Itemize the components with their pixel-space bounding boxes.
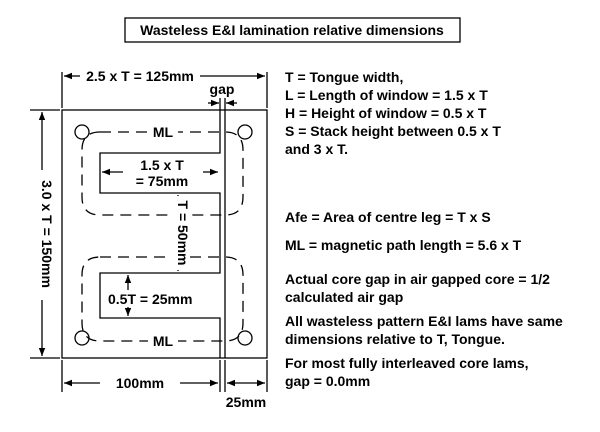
mounting-hole-bottom-left [74, 330, 90, 346]
note-window-height: H = Height of window = 0.5 x T [285, 105, 487, 121]
window-length-label-line2: = 75mm [136, 173, 189, 189]
mounting-hole-bottom-right [237, 330, 253, 346]
note-interleave-line2: gap = 0.0mm [285, 373, 370, 389]
note-gap-line2: calculated air gap [285, 289, 403, 305]
note-window-length: L = Length of window = 1.5 x T [285, 87, 488, 103]
mounting-hole-top-left [74, 124, 90, 140]
tongue-width-label: T = 50mm [175, 201, 191, 266]
magnetic-path-upper [81, 131, 244, 216]
ml-top-bg [148, 124, 178, 140]
ml-label-bottom: ML [153, 333, 174, 349]
bottom-width-dimensions: 100mm 25mm [61, 360, 268, 410]
note-afe: Afe = Area of centre leg = T x S [285, 209, 491, 225]
lamination-outline [61, 109, 268, 359]
lamination-border [61, 109, 268, 359]
i-width-label: 25mm [226, 394, 266, 410]
title-box: Wasteless E&I lamination relative dimens… [124, 17, 461, 43]
mounting-hole-top-right [237, 124, 253, 140]
e-lamination-edge [99, 110, 221, 358]
note-lams-line2: dimensions relative to T, Tongue. [285, 331, 505, 347]
ml-bottom-bg [148, 333, 178, 349]
window-height-label: 0.5T = 25mm [108, 291, 192, 307]
note-gap-line1: Actual core gap in air gapped core = 1/2 [285, 271, 550, 287]
note-ml: ML = magnetic path length = 5.6 x T [285, 237, 522, 253]
window-length-dimension: 1.5 x T = 75mm [102, 157, 218, 189]
notes-block: T = Tongue width, L = Length of window =… [285, 69, 563, 389]
overall-width-dimension: 2.5 x T = 125mm [61, 68, 268, 108]
e-width-label: 100mm [116, 375, 164, 391]
note-stack-height: S = Stack height between 0.5 x T [285, 123, 501, 139]
tongue-width-dimension: T = 50mm [170, 195, 191, 271]
title-frame [124, 17, 461, 43]
note-tongue-width: T = Tongue width, [285, 69, 403, 85]
gap-dimension: gap [208, 81, 237, 110]
overall-width-label: 2.5 x T = 125mm [86, 68, 194, 84]
ml-label-top: ML [153, 124, 174, 140]
note-stack-height-range: and 3 x T. [285, 141, 348, 157]
note-interleave-line1: For most fully interleaved core lams, [285, 355, 529, 371]
note-lams-line1: All wasteless pattern E&I lams have same [285, 313, 563, 329]
window-length-label-line1: 1.5 x T [140, 157, 184, 173]
overall-height-dimension: 3.0 x T = 150mm [30, 109, 60, 359]
window-height-dimension: 0.5T = 25mm [105, 275, 197, 316]
overall-height-label: 3.0 x T = 150mm [39, 180, 55, 288]
gap-label: gap [210, 81, 235, 97]
magnetic-path-lower [81, 256, 244, 342]
diagram-title: Wasteless E&I lamination relative dimens… [140, 22, 444, 38]
